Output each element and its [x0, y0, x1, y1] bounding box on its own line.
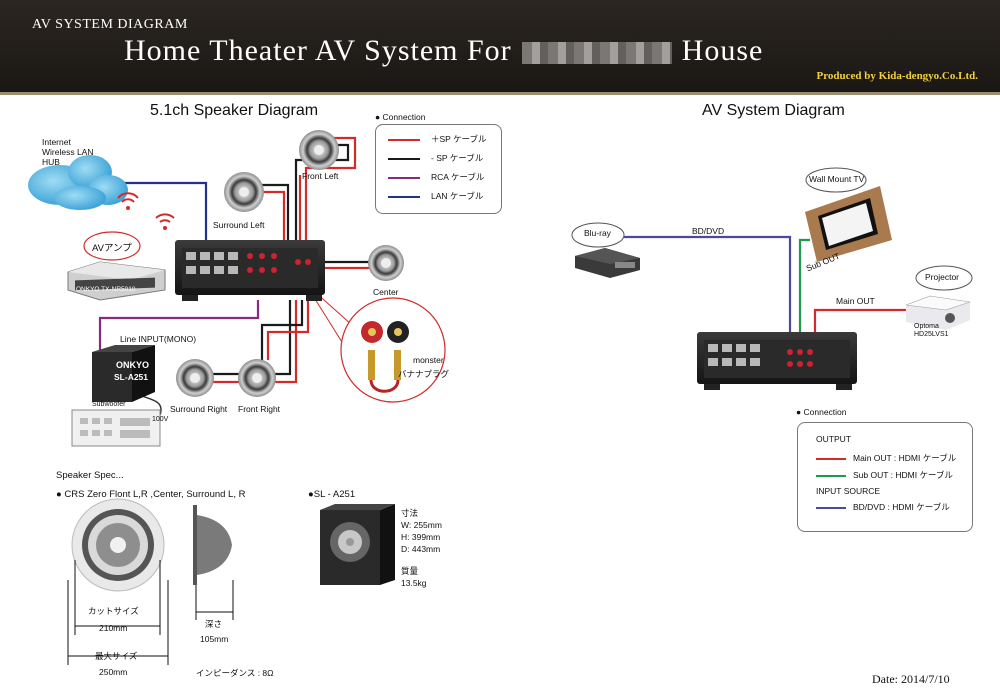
depth-value: 105mm: [200, 634, 229, 644]
rca-cable: [98, 300, 260, 350]
wall-tv-label: Wall Mount TV: [809, 174, 865, 184]
header-subtitle: AV SYSTEM DIAGRAM: [32, 17, 188, 32]
subwoofer-model: SL-A251: [114, 372, 149, 382]
subwoofer-device: [71, 345, 161, 447]
legend-label: Main OUT : HDMI ケーブル: [853, 453, 957, 463]
output-heading: OUTPUT: [816, 434, 851, 444]
cut-size-label: カットサイズ: [88, 606, 139, 616]
header-banner: AV SYSTEM DIAGRAM Home Theater AV System…: [0, 0, 1000, 92]
surround-left-label: Surround Left: [213, 220, 265, 230]
subwoofer-label: Subwoofer: [92, 401, 126, 408]
surround-left-minus-cable: [255, 183, 290, 250]
max-size-label: 最大サイズ: [95, 651, 138, 661]
bd-dvd-label: BD/DVD: [692, 226, 725, 236]
crs-zero-side-view: [193, 505, 232, 585]
legend-swatch: [388, 177, 420, 179]
surround-right-plus-cable: [205, 300, 298, 384]
legend-label: Sub OUT : HDMI ケーブル: [853, 470, 953, 480]
producer-credit: Produced by Kida-dengyo.Co.Ltd.: [816, 70, 978, 82]
center-label: Center: [373, 287, 399, 297]
cut-size-value: 210mm: [99, 623, 128, 633]
dimension-arrows: [67, 560, 234, 665]
bluray-player-icon: [571, 222, 640, 278]
receiver-left: [175, 240, 325, 301]
weight-value: 13.5kg: [401, 578, 427, 588]
legend-swatch: [816, 458, 846, 460]
av-amp-device: [67, 231, 166, 301]
legend-swatch: [388, 196, 420, 198]
banana-plug-callout: [340, 297, 446, 403]
max-size-value: 250mm: [99, 667, 128, 677]
page-title: Home Theater AV System For House: [124, 34, 763, 68]
front-right-speaker-icon: [238, 359, 276, 397]
sub-out-cable: [798, 238, 810, 345]
legend-label: BD/DVD : HDMI ケーブル: [853, 502, 950, 512]
surround-left-plus-cable: [255, 190, 286, 250]
av-legend-title: ● Connection: [796, 407, 847, 417]
wifi-icon: [117, 192, 139, 210]
surround-right-speaker-icon: [176, 359, 214, 397]
connection-legend-title: ● Connection: [375, 112, 426, 122]
legend-label: ＋SP ケーブル: [431, 134, 487, 144]
av-diagram-title: AV System Diagram: [702, 102, 845, 119]
title-right: House: [681, 34, 764, 67]
front-right-minus-cable: [260, 300, 304, 360]
weight-label: 質量: [401, 566, 419, 576]
impedance-label: インピーダンス : 8Ω: [196, 668, 274, 678]
amp-badge: ONKYO TX-NR5010: [76, 286, 136, 293]
legend-swatch: [816, 507, 846, 509]
sl-a251-title: ●SL - A251: [308, 489, 356, 500]
legend-swatch: [388, 139, 420, 141]
av-amp-label: AVアンプ: [92, 243, 132, 254]
surround-right-label: Surround Right: [170, 404, 228, 414]
front-right-plus-cable: [266, 300, 310, 360]
wall-tv-icon: [805, 167, 892, 262]
crs-zero-title: ● CRS Zero Flont L,R ,Center, Surround L…: [56, 489, 246, 500]
legend-label: RCA ケーブル: [431, 172, 485, 182]
width-value: W: 255mm: [401, 520, 442, 530]
dims-label: 寸法: [401, 508, 419, 518]
speaker-diagram-title: 5.1ch Speaker Diagram: [150, 102, 319, 119]
surround-left-speaker-icon: [224, 172, 264, 212]
title-left: Home Theater AV System For: [124, 34, 512, 67]
legend-label: - SP ケーブル: [431, 153, 484, 163]
legend-swatch: [816, 475, 846, 477]
header-divider: [0, 92, 1000, 95]
banana-plug-label: バナナプラグ: [398, 369, 450, 379]
bd-dvd-cable: [612, 235, 792, 345]
front-left-speaker-icon: [299, 130, 339, 170]
internet-label: Internet Wireless LAN HUB: [42, 137, 94, 167]
receiver-right: [697, 332, 857, 390]
blurred-name: [521, 42, 672, 65]
sl-a251-subwoofer-icon: [320, 504, 395, 585]
connection-legend: ＋SP ケーブル - SP ケーブル RCA ケーブル LAN ケーブル: [375, 124, 502, 214]
projector-model: Optoma HD25LVS1: [914, 323, 949, 339]
speaker-spec-heading: Speaker Spec...: [56, 470, 124, 481]
voltage-label: 100V: [152, 416, 169, 423]
depth-label: 深さ: [205, 619, 223, 629]
wifi-icon-2: [155, 213, 175, 230]
projector-label: Projector: [925, 272, 960, 282]
projector-icon: [905, 265, 973, 330]
main-out-label: Main OUT: [836, 296, 875, 306]
monster-label: monster: [413, 355, 444, 365]
subwoofer-brand: ONKYO: [116, 360, 150, 370]
av-connection-legend: OUTPUT Main OUT : HDMI ケーブル Sub OUT : HD…: [797, 422, 973, 532]
bluray-label: Blu-ray: [584, 228, 611, 238]
crs-zero-speaker-icon: [71, 498, 165, 592]
center-speaker-icon: [368, 245, 404, 281]
line-input-label: Line INPUT(MONO): [120, 334, 197, 344]
legend-label: LAN ケーブル: [431, 191, 484, 201]
legend-swatch: [388, 158, 420, 160]
front-left-plus-cable-2: [304, 136, 357, 280]
front-left-label: Front Left: [302, 171, 339, 181]
front-right-label: Front Right: [238, 404, 281, 414]
date-label: Date: 2014/7/10: [872, 672, 950, 686]
height-value: H: 399mm: [401, 532, 441, 542]
lan-cable: [110, 181, 208, 250]
depth-sl-value: D: 443mm: [401, 544, 441, 554]
input-heading: INPUT SOURCE: [816, 486, 881, 496]
